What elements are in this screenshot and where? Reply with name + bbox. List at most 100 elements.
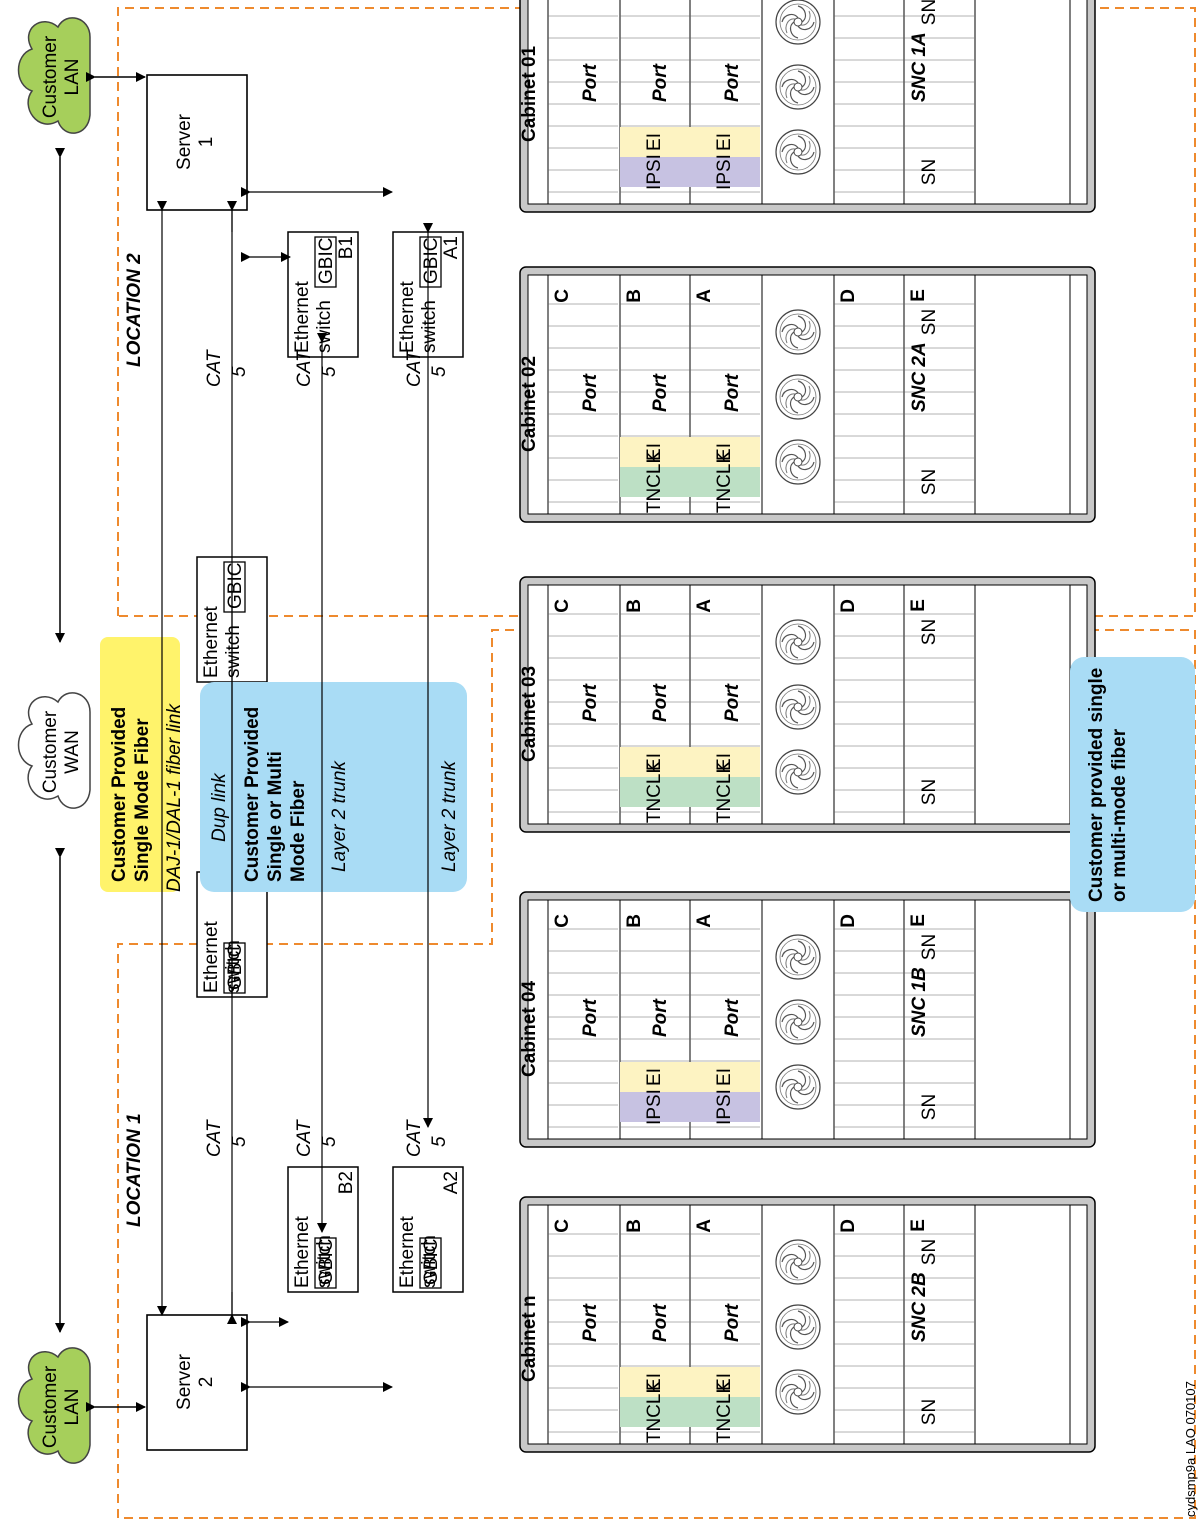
carrier-b-cab-4: B [624, 914, 645, 928]
multi-mode-fiber-line1: Customer Provided [242, 707, 263, 882]
carrier-a-cab-3: A [694, 599, 715, 613]
cabinet-3-name: Cabinet 03 [519, 666, 540, 762]
server-1-line1: Server [174, 113, 195, 170]
multi-mode-fiber-line3: Mode Fiber [288, 780, 309, 882]
switch-a1-gbic: GBIC [421, 238, 442, 284]
switch-a1-id: A1 [441, 236, 462, 259]
port-a-4: Port [722, 998, 743, 1037]
port-b-3: Port [650, 683, 671, 722]
cabinet-5-name: Cabinet n [519, 1295, 540, 1382]
layer2-trunk-label-2: Layer 2 trunk [439, 760, 460, 872]
switch-b2-gbic: GBIC [316, 1239, 337, 1285]
carrier-d-cab-3: D [838, 599, 859, 613]
switch-dup2-line1: Ethernet [201, 920, 222, 993]
cabinet-1: Cabinet 01CBADEPortPortPortIPSIEIIPSIEIS… [519, 0, 1096, 213]
diagram-body: LOCATION 1 LOCATION 2 Customer LAN Custo… [17, 0, 1198, 1517]
port-b-5: Port [650, 1303, 671, 1342]
lan-2-line2: LAN [62, 1389, 83, 1426]
switch-a2-gbic: GBIC [421, 1239, 442, 1285]
ei-board-a-2: EI [714, 443, 735, 461]
multi-mode-fiber-box: Dup link Customer Provided Single or Mul… [200, 682, 467, 892]
sn-1-5: SN [919, 1399, 940, 1425]
left-board-a-5: TNCLK [714, 1381, 735, 1444]
port-c-2: Port [580, 373, 601, 412]
carrier-a-cab-5: A [694, 1219, 715, 1233]
snc-5: SNC 2B [909, 1272, 930, 1342]
cat5-label-0: CAT [204, 1119, 225, 1157]
carrier-c-cab-3: C [552, 599, 573, 613]
carrier-d-cab-5: D [838, 1219, 859, 1233]
switch-dup1-line1: Ethernet [201, 605, 222, 678]
ei-board-b-5: EI [644, 1373, 665, 1391]
server-2-line2: 2 [196, 1377, 217, 1388]
lan-1-line2: LAN [62, 59, 83, 96]
sn-2-3: SN [919, 619, 940, 645]
left-board-a-2: TNCLK [714, 451, 735, 514]
switch-b1-gbic: GBIC [316, 238, 337, 284]
snc-1: SNC 1A [909, 32, 930, 102]
sn-1-1: SN [919, 159, 940, 185]
switch-a2-line2: switch [419, 1235, 440, 1288]
location-1-boundary [117, 629, 1196, 1519]
switch-dup1-line2: switch [223, 625, 244, 678]
switch-b2-id: B2 [336, 1171, 357, 1194]
carrier-d-cab-4: D [838, 914, 859, 928]
carrier-c-cab-4: C [552, 914, 573, 928]
location-2-label: LOCATION 2 [124, 253, 145, 367]
carrier-b-cab-3: B [624, 599, 645, 613]
customer-lan-1-cloud: Customer LAN [17, 17, 91, 134]
server-1: Server 1 [146, 74, 248, 211]
port-a-5: Port [722, 1303, 743, 1342]
ei-board-a-4: EI [714, 1068, 735, 1086]
ei-board-b-3: EI [644, 753, 665, 771]
cat5-label-5: CAT [404, 349, 425, 387]
cat5-label-4: CAT [294, 349, 315, 387]
customer-fiber-box: Customer provided single or multi-mode f… [1070, 657, 1195, 912]
sn-2-5: SN [919, 1239, 940, 1265]
single-mode-fiber-box: Customer Provided Single Mode Fiber DAJ-… [100, 637, 185, 892]
switch-dup1-gbic: GBIC [225, 563, 246, 609]
sn-1-2: SN [919, 469, 940, 495]
footnote: cydsmp9a LAO 070107 [1183, 1381, 1198, 1517]
switch-a1-line2: switch [419, 300, 440, 353]
carrier-e-cab-2: E [908, 289, 929, 302]
server-2-line1: Server [174, 1353, 195, 1410]
location-1-label: LOCATION 1 [124, 1113, 145, 1227]
customer-fiber-line2: or multi-mode fiber [1109, 728, 1130, 902]
cat5-label-2-num: 5 [429, 1136, 450, 1147]
sn-2-4: SN [919, 934, 940, 960]
lan-2-line1: Customer [40, 1365, 61, 1448]
carrier-e-cab-5: E [908, 1219, 929, 1232]
switch-dup2-gbic: GBIC [225, 944, 246, 990]
switch-a1-line1: Ethernet [397, 280, 418, 353]
location-2-boundary [117, 7, 1196, 617]
ei-board-a-5: EI [714, 1373, 735, 1391]
carrier-b-cab-5: B [624, 1219, 645, 1233]
daj-dal-fiber-link: DAJ-1/DAL-1 fiber link [164, 703, 185, 892]
cabinet-4-name: Cabinet 04 [519, 980, 540, 1077]
carrier-a-cab-2: A [694, 289, 715, 303]
port-a-3: Port [722, 683, 743, 722]
server-1-line2: 1 [196, 137, 217, 148]
port-b-1: Port [650, 63, 671, 102]
left-board-a-1: IPSI [714, 154, 735, 190]
switch-b1-id: B1 [336, 236, 357, 259]
port-b-2: Port [650, 373, 671, 412]
sn-1-3: SN [919, 779, 940, 805]
wan-line2: WAN [62, 730, 83, 774]
cabinet-2-name: Cabinet 02 [519, 356, 540, 452]
cat5-label-4-num: 5 [319, 366, 340, 377]
carrier-e-cab-3: E [908, 599, 929, 612]
carrier-d-cab-2: D [838, 289, 859, 303]
multi-mode-fiber-line2: Single or Multi [265, 751, 286, 882]
left-board-b-2: TNCLK [644, 451, 665, 514]
port-c-4: Port [580, 998, 601, 1037]
sn-2-2: SN [919, 309, 940, 335]
customer-fiber-line1: Customer provided single [1086, 668, 1107, 902]
